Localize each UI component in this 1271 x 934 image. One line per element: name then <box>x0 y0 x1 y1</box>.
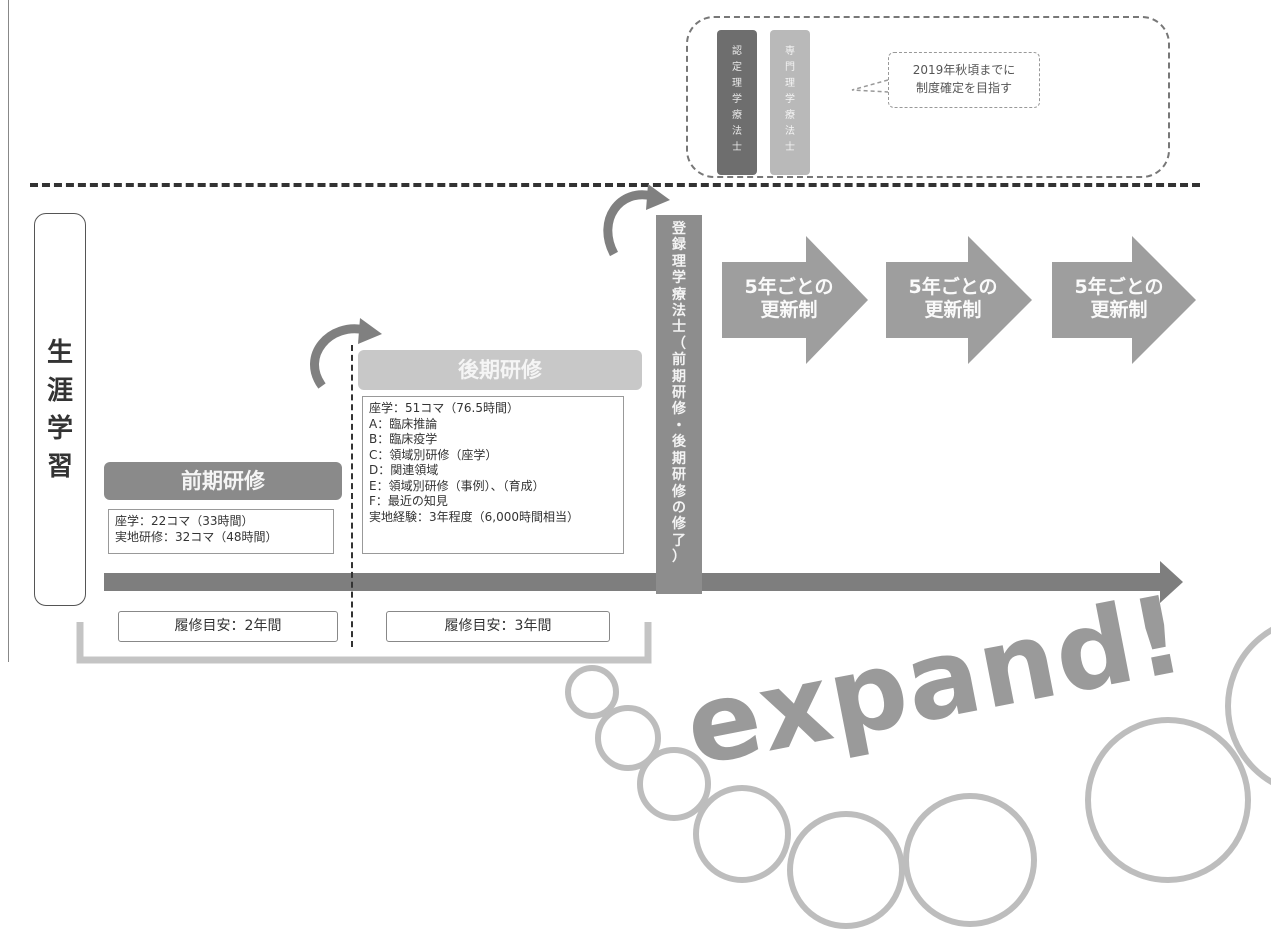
timeline-arrow <box>104 561 1183 603</box>
callout-tail <box>851 79 889 93</box>
left-margin-rule <box>8 0 9 662</box>
stage1-detail-line: 実地研修：32コマ（48時間） <box>115 529 278 544</box>
stage1-details: 座学：22コマ（33時間） 実地研修：32コマ（48時間） <box>108 509 334 554</box>
stage-bracket <box>76 622 652 664</box>
stage1-duration: 履修目安：2年間 <box>118 611 338 642</box>
stage2-detail-line: 実地経験：3年程度（6,000時間相当） <box>369 509 579 524</box>
callout-line-1: 2019年秋頃までに <box>912 63 1016 77</box>
curved-arrow-stage2-head <box>358 318 382 344</box>
callout-line-2: 制度確定を目指す <box>915 81 1012 95</box>
stage2-detail-line: B：臨床疫学 <box>369 432 438 446</box>
renewal-label-3: 5年ごとの 更新制 <box>1074 276 1164 321</box>
stage2-detail-line: D：関連領域 <box>369 463 439 477</box>
stage2-detail-line: C：領域別研修（座学） <box>369 447 498 462</box>
renewal-arrow-1 <box>722 236 868 364</box>
stage1-detail-line: 座学：22コマ（33時間） <box>115 514 254 528</box>
target-date-callout: 2019年秋頃までに 制度確定を目指す <box>888 52 1040 108</box>
renewal-arrow-3 <box>1052 236 1196 364</box>
stage2-title: 後期研修 <box>358 350 642 390</box>
certified-pt-bar: 認定理学療法士 <box>717 30 757 175</box>
specialist-pt-bar: 専門理学療法士 <box>770 30 810 175</box>
renewal-arrow-2 <box>886 236 1032 364</box>
future-certification-box <box>686 16 1170 178</box>
stage2-details: 座学：51コマ（76.5時間） A：臨床推論 B：臨床疫学 C：領域別研修（座学… <box>362 396 624 554</box>
stage1-title: 前期研修 <box>104 462 342 500</box>
renewal-label-1: 5年ごとの 更新制 <box>744 276 834 321</box>
curved-arrow-stage2 <box>310 324 366 389</box>
stage2-detail-line: F：最近の知見 <box>369 494 448 508</box>
stage2-detail-line: A：臨床推論 <box>369 416 438 431</box>
decorative-bubbles <box>565 626 1271 929</box>
renewal-label-2: 5年ごとの 更新制 <box>908 276 998 321</box>
separator-dashed-line <box>30 183 1200 187</box>
curved-arrow-registration-head <box>646 184 670 210</box>
stage2-detail-line: E：領域別研修（事例）、（育成） <box>369 478 545 493</box>
stage2-duration: 履修目安：3年間 <box>386 611 610 642</box>
registered-pt-bar: 登録理学療法士（前期研修・後期研修の修了） <box>656 215 702 594</box>
stage2-detail-line: 座学：51コマ（76.5時間） <box>369 401 519 415</box>
stage-boundary-line <box>351 345 353 647</box>
curved-arrow-registration <box>603 190 654 257</box>
lifelong-learning-box: 生 涯 学 習 <box>34 213 86 606</box>
